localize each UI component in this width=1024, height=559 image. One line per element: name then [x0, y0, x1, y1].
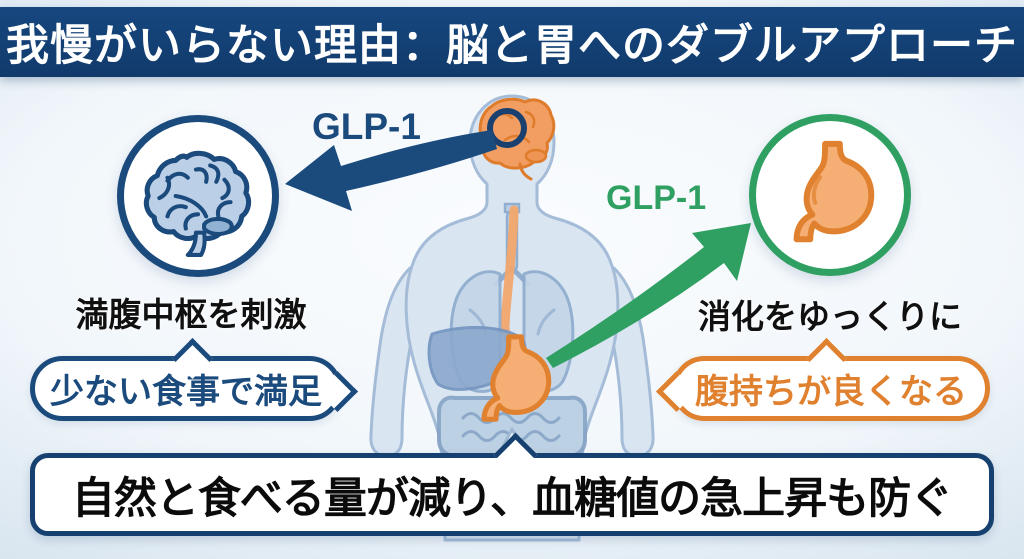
stomach-organ-illustration — [481, 334, 552, 422]
glp1-arrow-to-stomach — [546, 223, 751, 368]
glp1-arrow-to-brain — [285, 130, 497, 211]
glp1-label-brain: GLP-1 — [312, 106, 421, 147]
summary-banner: 自然と食べる量が減り、血糖値の急上昇も防ぐ — [30, 432, 994, 536]
stomach-icon — [793, 140, 875, 243]
brain-focus-ring — [487, 108, 527, 148]
page-title: 我慢がいらない理由：脳と胃へのダブルアプローチ — [6, 22, 1018, 70]
brain-benefit-text: 少ない食事で満足 — [50, 373, 322, 411]
stomach-benefit-text: 腹持ちが良くなる — [695, 373, 967, 411]
stomach-caption: 消化をゆっくりに — [698, 298, 962, 335]
stomach-circle-badge — [749, 114, 911, 276]
brain-icon — [143, 150, 252, 257]
title-banner: 我慢がいらない理由：脳と胃へのダブルアプローチ — [0, 7, 1024, 77]
brain-benefit-bubble: 少ない食事で満足 — [30, 337, 359, 421]
brain-caption: 満腹中枢を刺激 — [75, 296, 307, 333]
stomach-benefit-bubble: 腹持ちが良くなる — [655, 337, 990, 421]
brain-circle-badge — [117, 115, 279, 277]
glp1-label-stomach: GLP-1 — [606, 179, 707, 217]
summary-text: 自然と食べる量が減り、血糖値の急上昇も防ぐ — [71, 474, 953, 523]
